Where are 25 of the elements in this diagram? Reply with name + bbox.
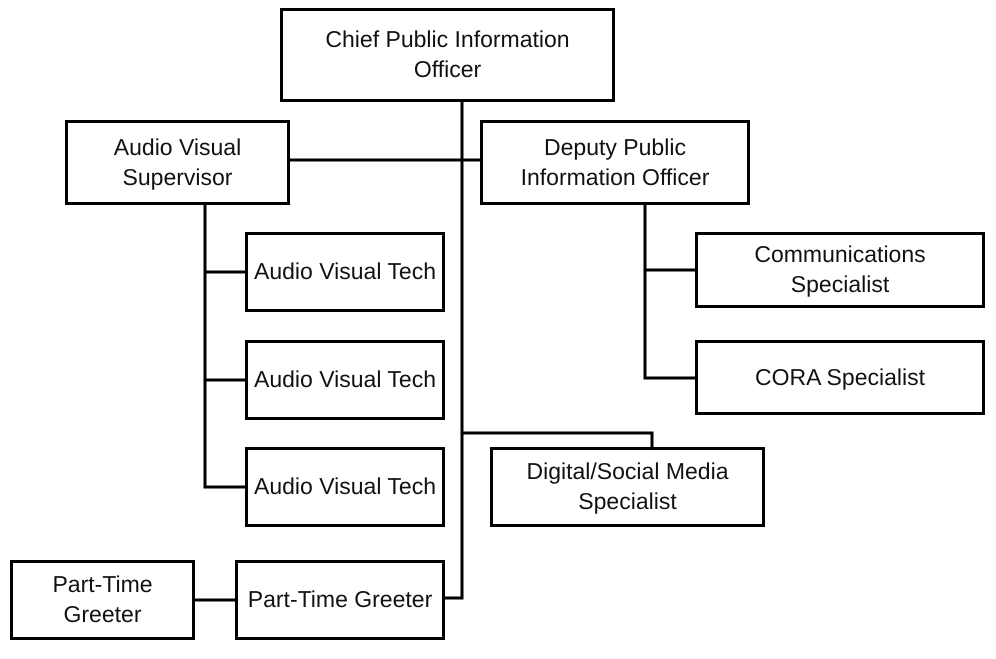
position-title: Audio Visual Supervisor [112, 132, 242, 192]
position-box [245, 447, 445, 527]
position-box [490, 447, 765, 527]
position-title: Part-Time Greeter [248, 585, 432, 614]
position-title: Part-Time Greeter [51, 570, 154, 629]
position-title: Digital/Social Media Specialist [526, 457, 730, 516]
position-title: Communications Specialist [753, 240, 927, 299]
position-title: CORA Specialist [754, 362, 925, 392]
position-box [280, 8, 615, 102]
position-title: Chief Public Information Officer [324, 25, 571, 84]
connector-line [195, 598, 235, 602]
position-box [695, 340, 985, 415]
position-title: Audio Visual Tech [254, 257, 436, 286]
position-title: Audio Visual Tech [254, 472, 436, 502]
position-title: Deputy Public Information Officer [520, 132, 710, 192]
position-title: Audio Visual Tech [254, 365, 436, 394]
position-box [245, 232, 445, 312]
position-box [695, 232, 985, 308]
connector-line [644, 205, 695, 380]
position-box [10, 560, 195, 640]
position-box [245, 340, 445, 420]
position-box [235, 560, 445, 640]
position-box [480, 120, 750, 205]
connector-line [204, 205, 245, 488]
position-box [65, 120, 290, 205]
